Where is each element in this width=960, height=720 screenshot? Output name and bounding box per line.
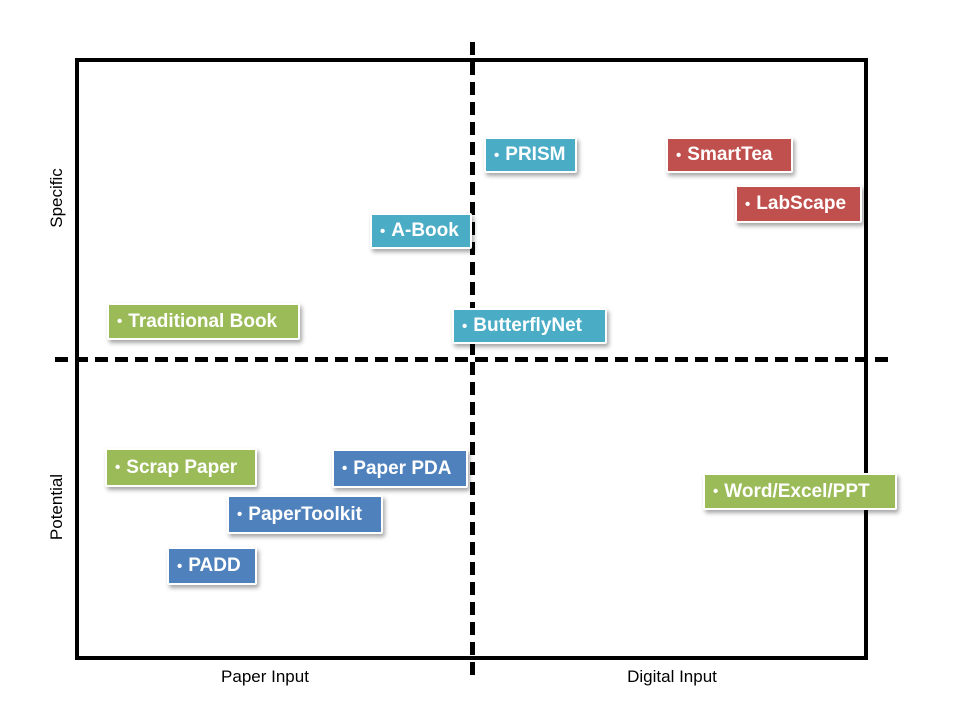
item-scrap-paper: • Scrap Paper [105, 448, 257, 487]
item-padd: • PADD [167, 547, 257, 585]
bullet-icon: • [177, 557, 183, 575]
item-label: Scrap Paper [126, 456, 238, 478]
item-butterflynet: • ButterflyNet [452, 308, 607, 344]
bullet-icon: • [342, 460, 348, 477]
y-axis-label-specific: Specific [47, 168, 66, 228]
bullet-icon: • [462, 317, 468, 335]
item-label: Traditional Book [128, 310, 278, 332]
bullet-icon: • [117, 313, 123, 330]
item-a-book: • A-Book [370, 213, 472, 249]
item-label: PRISM [505, 144, 566, 165]
item-label: Paper PDA [353, 457, 452, 479]
item-labscape: • LabScape [735, 185, 862, 223]
item-label: A-Book [391, 220, 459, 241]
item-label: SmartTea [687, 144, 773, 165]
item-paper-pda: • Paper PDA [332, 449, 468, 488]
bullet-icon: • [115, 459, 121, 476]
x-axis-label-digital-input: Digital Input [627, 667, 717, 686]
item-label: Word/Excel/PPT [724, 480, 870, 502]
item-label: LabScape [756, 193, 847, 214]
item-word-excel-ppt: • Word/Excel/PPT [703, 473, 897, 510]
horizontal-divider-dashed [55, 357, 888, 362]
item-label: PADD [188, 555, 241, 576]
bullet-icon: • [745, 195, 751, 213]
y-axis-label-potential: Potential [47, 473, 66, 541]
x-axis-label-paper-input: Paper Input [221, 667, 309, 686]
bullet-icon: • [380, 222, 386, 240]
item-prism: • PRISM [484, 137, 577, 173]
item-label: PaperToolkit [248, 503, 362, 525]
item-label: ButterflyNet [473, 315, 582, 336]
item-papertoolkit: • PaperToolkit [227, 495, 383, 534]
bullet-icon: • [713, 483, 719, 500]
item-traditional-book: • Traditional Book [107, 303, 300, 340]
bullet-icon: • [494, 146, 500, 164]
bullet-icon: • [237, 506, 243, 523]
bullet-icon: • [676, 146, 682, 164]
item-smarttea: • SmartTea [666, 137, 793, 173]
